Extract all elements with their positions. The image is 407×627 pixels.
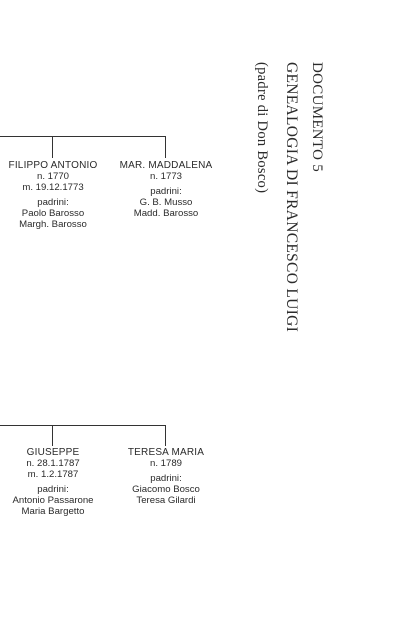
person-name: TERESA MARIA bbox=[127, 447, 205, 458]
document-heading: DOCUMENTO 5 bbox=[309, 62, 325, 173]
godparent-name: G. B. Musso bbox=[139, 197, 193, 208]
tree-connector-vertical bbox=[165, 136, 166, 158]
godparents-label: padrini: bbox=[37, 197, 69, 208]
tree-connector-vertical bbox=[52, 425, 53, 446]
godparent-name: Antonio Passarone bbox=[12, 495, 94, 506]
tree-connector-vertical bbox=[52, 136, 53, 158]
godparents-label: padrini: bbox=[150, 186, 182, 197]
tree-connector-vertical bbox=[165, 425, 166, 446]
godparent-name: Giacomo Bosco bbox=[132, 484, 200, 495]
person-name: FILIPPO ANTONIO bbox=[8, 160, 98, 171]
godparent-name: Maria Bargetto bbox=[21, 506, 85, 517]
birth-date: n. 28.1.1787 bbox=[26, 458, 80, 469]
birth-date: n. 1773 bbox=[149, 171, 182, 182]
person-card: GIUSEPPE n. 28.1.1787 m. 1.2.1787 padrin… bbox=[2, 447, 104, 517]
death-date: m. 19.12.1773 bbox=[22, 182, 84, 193]
person-card: FILIPPO ANTONIO n. 1770 m. 19.12.1773 pa… bbox=[2, 160, 104, 230]
tree-connector-horizontal bbox=[0, 136, 166, 137]
tree-connector-horizontal bbox=[0, 425, 166, 426]
person-card: MAR. MADDALENA n. 1773 padrini: G. B. Mu… bbox=[116, 160, 216, 219]
godparents-label: padrini: bbox=[37, 484, 69, 495]
person-name: MAR. MADDALENA bbox=[119, 160, 213, 171]
birth-date: n. 1770 bbox=[36, 171, 69, 182]
person-name: GIUSEPPE bbox=[26, 447, 80, 458]
godparent-name: Madd. Barosso bbox=[133, 208, 199, 219]
document-subtitle: (padre di Don Bosco) bbox=[254, 62, 270, 194]
document-title: GENEALOGIA DI FRANCESCO LUIGI bbox=[283, 62, 300, 333]
birth-date: n. 1789 bbox=[149, 458, 182, 469]
godparent-name: Teresa Gilardi bbox=[136, 495, 196, 506]
death-date: m. 1.2.1787 bbox=[27, 469, 79, 480]
godparent-name: Paolo Barosso bbox=[21, 208, 85, 219]
person-card: TERESA MARIA n. 1789 padrini: Giacomo Bo… bbox=[116, 447, 216, 506]
godparent-name: Margh. Barosso bbox=[19, 219, 87, 230]
godparents-label: padrini: bbox=[150, 473, 182, 484]
